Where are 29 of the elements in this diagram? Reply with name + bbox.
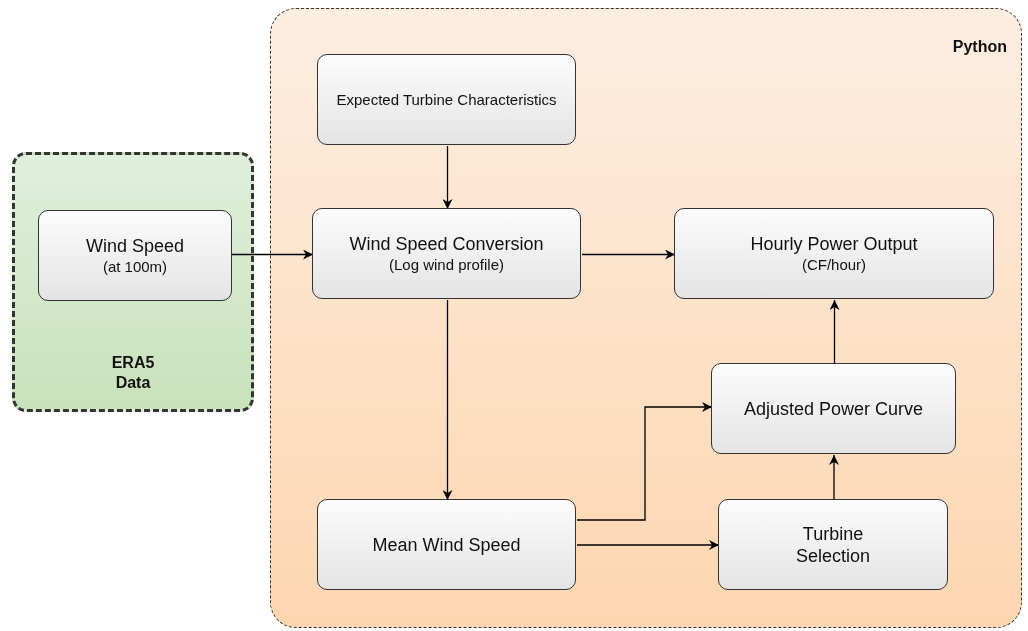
box-label: Mean Wind Speed [372,533,521,556]
box-sublabel: (Log wind profile) [388,254,505,275]
arrow [442,299,453,501]
arrow [442,145,453,210]
process-box [317,499,576,590]
process-box [711,363,956,454]
arrow [829,454,839,501]
process-box [38,210,232,301]
arrow [230,249,314,260]
box-label: Turbine Selection [794,522,872,567]
process-box [674,208,994,299]
box-label: Expected Turbine Characteristics [336,89,557,110]
arrow [576,540,720,550]
process-box [312,208,581,299]
group-title: ERA5 Data [110,353,156,393]
box-label: Wind Speed Conversion [349,232,544,255]
arrow [829,299,840,365]
box-label: Hourly Power Output [750,232,918,255]
process-box [718,499,948,590]
box-sublabel: (CF/hour) [801,254,867,275]
process-box [317,54,576,145]
arrow [576,402,713,521]
box-label: Adjusted Power Curve [743,397,924,420]
box-sublabel: (at 100m) [102,256,168,277]
box-label: Wind Speed [85,234,185,257]
group-title: Python [952,37,1007,57]
group-container [270,8,1022,628]
group-container [12,152,254,412]
arrow [581,249,676,260]
